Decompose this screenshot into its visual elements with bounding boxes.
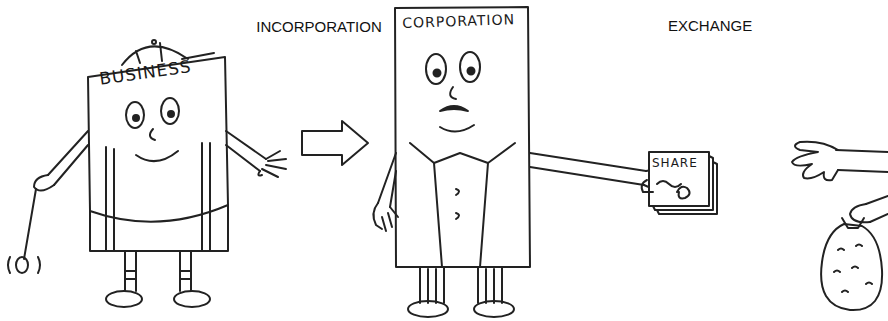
yoyo <box>16 257 28 273</box>
left-hand <box>373 203 398 231</box>
moustache <box>440 106 468 111</box>
money-bag <box>821 224 882 310</box>
pupil <box>133 115 139 121</box>
pupil <box>168 111 174 117</box>
left-arm <box>48 131 88 185</box>
share-sheet <box>649 152 709 206</box>
eye <box>460 52 480 82</box>
bag-hand <box>850 204 870 222</box>
legs <box>125 251 191 291</box>
left-arm <box>378 153 396 207</box>
bag-arm <box>866 196 888 222</box>
body-outline <box>88 57 228 222</box>
smile <box>440 125 474 132</box>
reaching-arm <box>836 150 888 172</box>
certificate-title: SHARE <box>652 156 698 170</box>
character-name: CORPORATION <box>402 11 515 31</box>
share-certificate: SHARE <box>647 150 719 216</box>
eye <box>126 102 144 128</box>
corporation-character: CORPORATION <box>370 3 680 321</box>
pupil <box>434 70 441 77</box>
character-name: BUSINESS <box>98 56 193 89</box>
block-arrow <box>302 121 368 165</box>
shoe <box>408 301 448 317</box>
cap-button <box>152 40 156 44</box>
lapels <box>410 143 515 267</box>
shoe <box>174 291 210 307</box>
shoe <box>474 301 514 317</box>
yoyo-string <box>24 189 36 259</box>
smile <box>136 151 178 161</box>
reaching-hand <box>792 142 838 181</box>
buttons <box>456 189 459 219</box>
trousers <box>420 267 502 303</box>
shorts <box>90 205 228 251</box>
right-hand <box>258 151 286 177</box>
right-arm <box>226 131 266 171</box>
pupil <box>468 68 475 75</box>
business-character: BUSINESS <box>10 35 300 320</box>
eye <box>161 98 179 124</box>
suspenders <box>106 143 210 251</box>
bag-coins <box>834 245 872 293</box>
sheet-stack <box>653 156 717 214</box>
stage-label: EXCHANGE <box>668 17 752 34</box>
right-arm <box>530 153 646 185</box>
bag-tie <box>842 218 864 228</box>
motion-marks <box>8 257 40 273</box>
corporation-character-outline <box>370 3 680 321</box>
thumb <box>642 180 653 192</box>
eye <box>426 54 446 84</box>
body-outline <box>395 7 530 267</box>
left-hand <box>34 175 54 191</box>
nose <box>450 87 456 99</box>
share-scribble <box>657 181 690 198</box>
shoe <box>106 291 142 307</box>
edge-label: INCORPORATION <box>256 18 382 35</box>
nose <box>150 129 155 140</box>
